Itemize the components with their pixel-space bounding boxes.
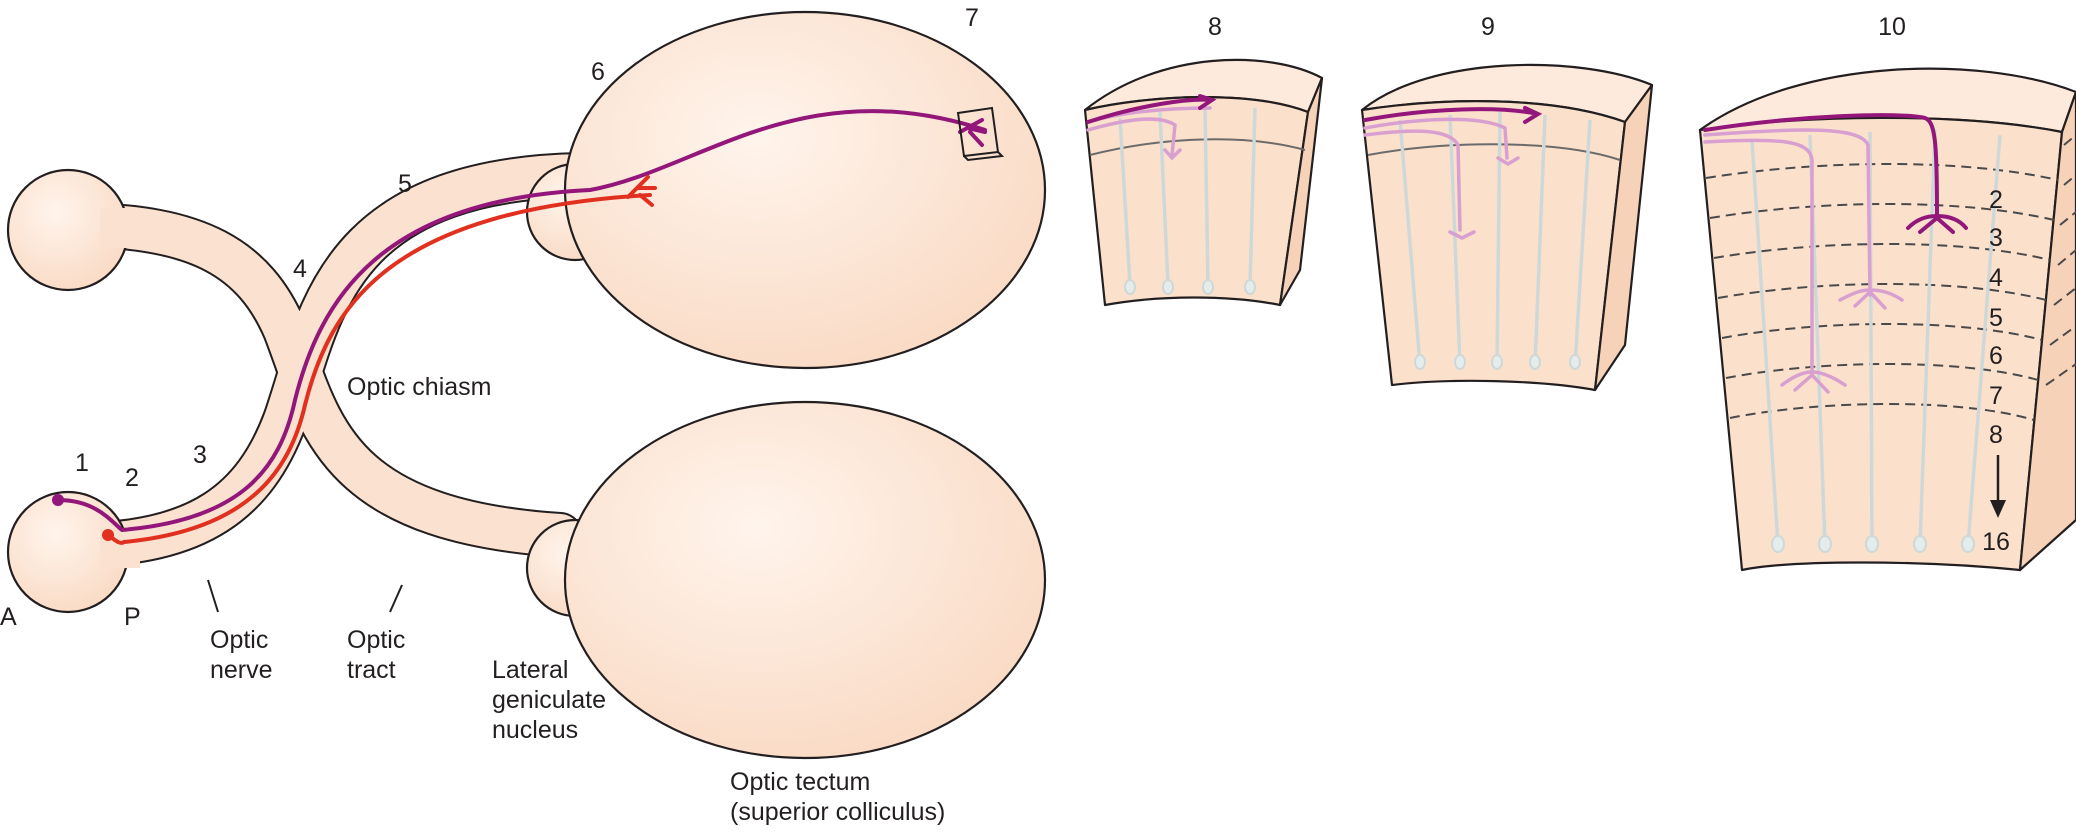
optic-tract-label-line2: tract bbox=[347, 656, 396, 684]
red-ganglion-cell bbox=[102, 529, 114, 541]
upper-eye-neck bbox=[100, 208, 140, 248]
lgn-label-line2: geniculate bbox=[492, 686, 606, 714]
optic-tract-label-line1: Optic bbox=[347, 626, 405, 654]
red-axon-terminal bbox=[626, 175, 657, 207]
lgn-label-line1: Lateral bbox=[492, 656, 568, 684]
purple-ganglion-cell bbox=[52, 494, 64, 506]
block-9 bbox=[1360, 63, 1654, 392]
stage-9: 9 bbox=[1481, 13, 1495, 41]
stage-numbers: 1 2 3 4 5 6 7 8 9 10 bbox=[75, 4, 1906, 492]
optic-pathway-tubes bbox=[52, 152, 603, 568]
layer-3: 3 bbox=[1989, 224, 2003, 252]
layer-16: 16 bbox=[1982, 528, 2010, 556]
stage-7: 7 bbox=[965, 4, 979, 32]
anterior-label: A bbox=[0, 603, 17, 631]
stage-5: 5 bbox=[398, 170, 412, 198]
stage-2: 2 bbox=[125, 464, 139, 492]
layer-8: 8 bbox=[1989, 421, 2003, 449]
stage-1: 1 bbox=[75, 449, 89, 477]
tectum-label-line2: (superior colliculus) bbox=[730, 798, 945, 826]
posterior-label: P bbox=[124, 603, 141, 631]
layer-4: 4 bbox=[1989, 264, 2003, 292]
tectum-label-line1: Optic tectum bbox=[730, 768, 870, 796]
stage-3: 3 bbox=[193, 441, 207, 469]
layer-2: 2 bbox=[1989, 186, 2003, 214]
purple-axon-terminal bbox=[958, 118, 987, 147]
layer-numbers: 2 3 4 5 6 7 8 16 bbox=[1982, 186, 2010, 556]
tectum-sample-cube-edge bbox=[963, 151, 1005, 162]
block-8 bbox=[1083, 58, 1324, 307]
layer-7: 7 bbox=[1989, 382, 2003, 410]
stage-8: 8 bbox=[1208, 13, 1222, 41]
optic-nerve-label-line1: Optic bbox=[210, 626, 268, 654]
red-axon bbox=[106, 193, 652, 545]
lgn-label-line3: nucleus bbox=[492, 716, 578, 744]
purple-axon bbox=[56, 109, 987, 533]
layer-5: 5 bbox=[1989, 304, 2003, 332]
lower-tectum bbox=[563, 400, 1047, 760]
stage-10: 10 bbox=[1878, 13, 1906, 41]
stage-4: 4 bbox=[293, 255, 307, 283]
block-10 bbox=[1698, 67, 2076, 572]
optic-nerve-label-line2: nerve bbox=[210, 656, 273, 684]
stage-6: 6 bbox=[591, 58, 605, 86]
optic-chiasm-label: Optic chiasm bbox=[347, 373, 491, 401]
anatomy-labels: Optic chiasm Optic nerve Optic tract Lat… bbox=[0, 373, 945, 826]
layer-6: 6 bbox=[1989, 342, 2003, 370]
axons bbox=[52, 106, 1005, 545]
